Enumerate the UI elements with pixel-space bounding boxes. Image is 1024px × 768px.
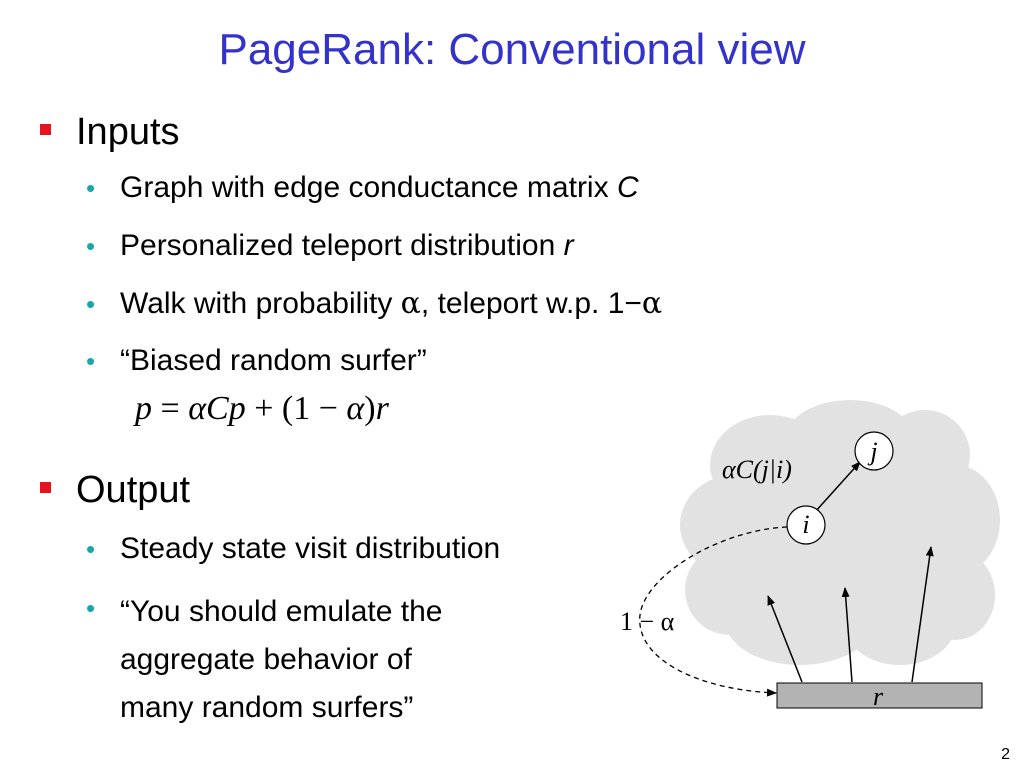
- input-item-surfer-text: “Biased random surfer”: [120, 344, 427, 377]
- bullet-dot-icon: •: [86, 173, 96, 203]
- bullet-dot-icon: •: [86, 231, 96, 261]
- inputs-heading: Inputs: [76, 111, 180, 153]
- box-label-r: r: [873, 682, 884, 711]
- slide-title: PageRank: Conventional view: [218, 25, 806, 74]
- input-item-walk-mid: , teleport w.p. 1: [420, 287, 625, 320]
- red-square-bullet-icon: [40, 124, 51, 135]
- teleport-distribution-box: [776, 682, 983, 709]
- arrow-up-1: [767, 595, 803, 683]
- bullet-dot-icon: •: [86, 593, 96, 623]
- output-heading: Output: [76, 469, 191, 511]
- output-item-emulate-line3: many random surfers”: [120, 691, 414, 724]
- output-item-emulate-line1: “You should emulate the: [120, 595, 443, 628]
- arrow-i-to-j: [814, 461, 861, 513]
- edge-weight-label: αC(j|i): [722, 455, 792, 484]
- alpha-symbol: α: [641, 286, 663, 321]
- teleport-prob-label: 1 − α: [620, 607, 675, 636]
- arrow-up-2: [841, 587, 853, 683]
- bullet-dot-icon: •: [86, 346, 96, 376]
- arrow-up-3: [911, 546, 934, 683]
- node-i-label: i: [802, 510, 809, 539]
- input-item-walk-text: Walk with probability: [120, 287, 401, 320]
- teleport-dashed-arrow: [639, 526, 788, 697]
- node-i: [786, 505, 826, 545]
- alpha-symbol: α: [400, 286, 421, 321]
- input-item-graph-text: Graph with edge conductance matrix: [120, 171, 617, 204]
- input-item-teleport-text: Personalized teleport distribution: [120, 229, 564, 262]
- page-number: 2: [1001, 746, 1010, 763]
- bullet-dot-icon: •: [86, 289, 96, 319]
- node-j-label: j: [867, 437, 877, 466]
- bullet-dot-icon: •: [86, 534, 96, 564]
- input-item-teleport-math: r: [563, 229, 574, 262]
- red-square-bullet-icon: [40, 482, 51, 493]
- output-item-steady-text: Steady state visit distribution: [120, 532, 501, 565]
- minus-symbol: −: [624, 287, 642, 320]
- cloud-shape: [680, 400, 1000, 665]
- pagerank-equation: p = αCp + (1 − α)r: [135, 390, 389, 427]
- output-item-emulate-line2: aggregate behavior of: [120, 643, 412, 676]
- input-item-graph-math: C: [616, 171, 639, 204]
- node-j: [854, 431, 894, 471]
